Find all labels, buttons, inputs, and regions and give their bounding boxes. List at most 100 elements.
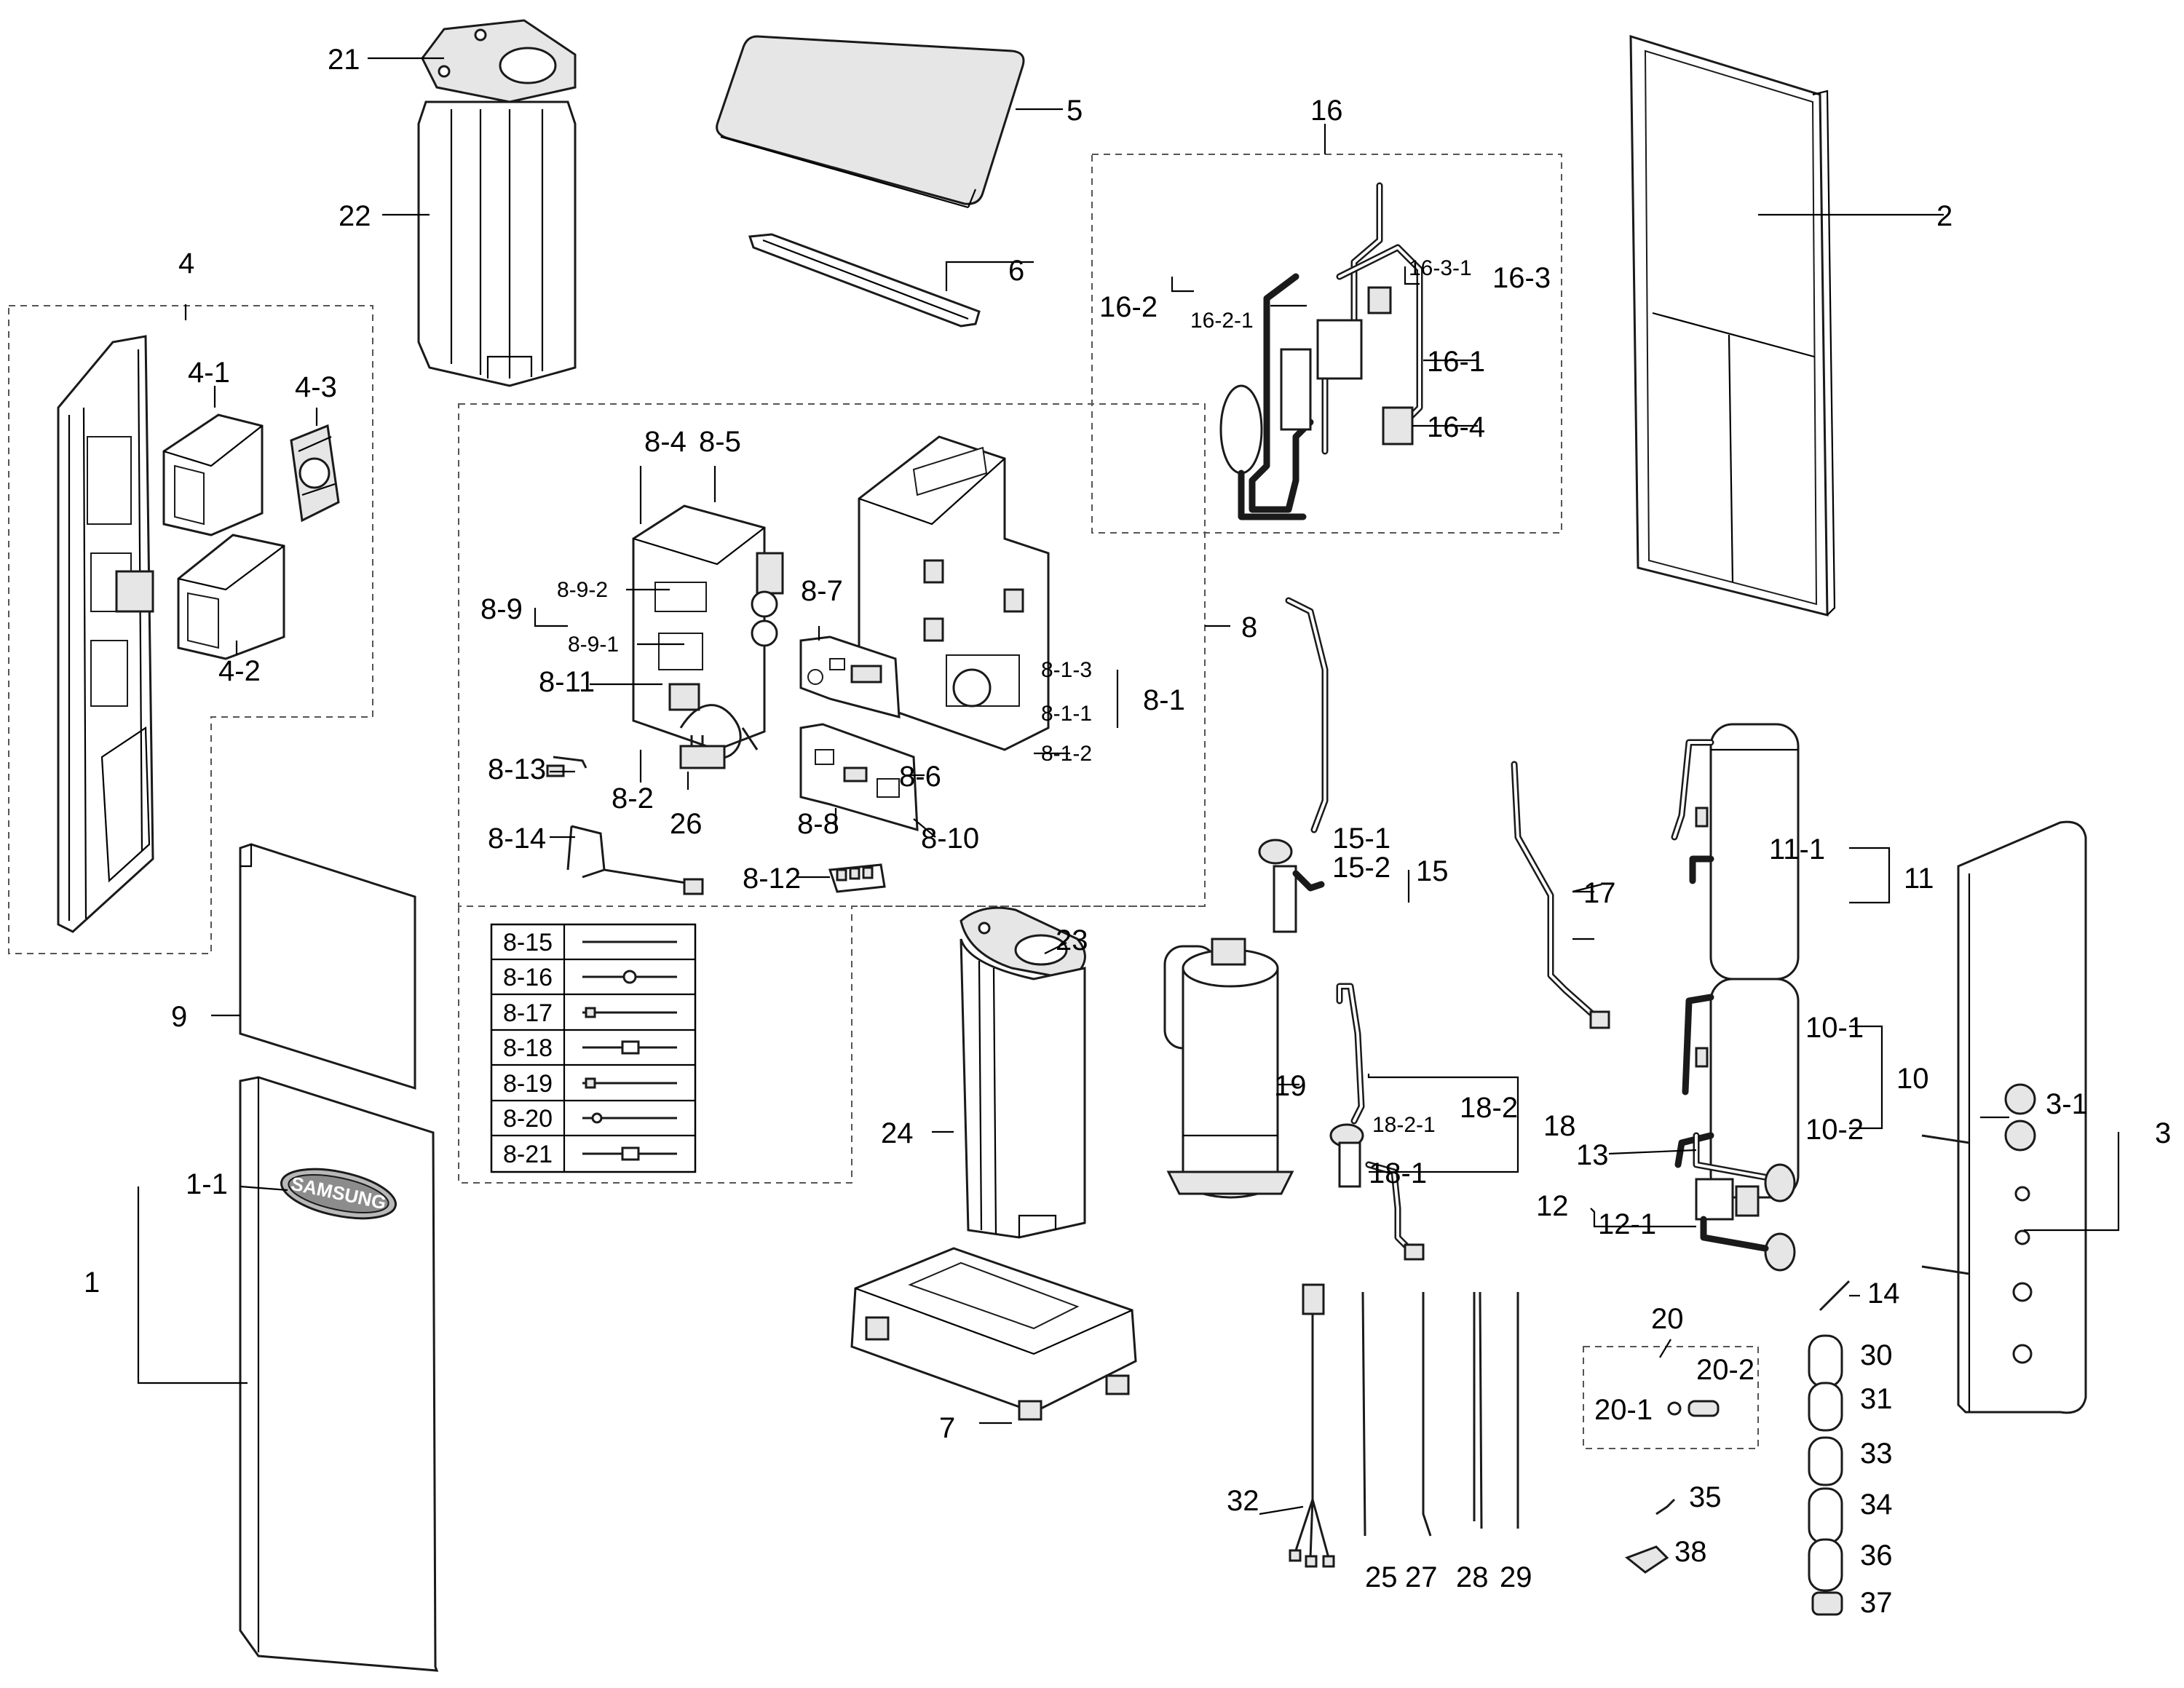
label-8-10: 8-10 xyxy=(921,823,979,855)
part-2-door-panel xyxy=(1629,34,1836,617)
label-31: 31 xyxy=(1860,1383,1893,1415)
label-8-9: 8-9 xyxy=(480,593,523,625)
label-4-1: 4-1 xyxy=(188,357,230,389)
label-16-4: 16-4 xyxy=(1427,411,1485,443)
label-18-2-1: 18-2-1 xyxy=(1372,1113,1436,1137)
group-4-outline xyxy=(8,305,373,954)
label-8-1: 8-1 xyxy=(1143,684,1185,716)
label-16-1: 16-1 xyxy=(1427,346,1485,378)
part-8-13-sensor xyxy=(546,756,587,777)
label-1-1: 1-1 xyxy=(186,1168,228,1200)
part-1-front-panel xyxy=(239,1076,439,1672)
label-36: 36 xyxy=(1860,1540,1893,1572)
part-4-1-duct xyxy=(162,413,264,536)
part-9-inner-cover xyxy=(239,843,416,1090)
group-8-outline-lower xyxy=(458,906,1205,1184)
label-1: 1 xyxy=(84,1267,100,1299)
part-25-wire xyxy=(1361,1291,1366,1537)
label-21: 21 xyxy=(328,44,360,76)
part-28-wire xyxy=(1473,1291,1483,1529)
leader-lines xyxy=(137,57,2120,1515)
part-12-valve xyxy=(1695,1178,1769,1252)
cable-table: 8-15 8-16 8-17 8-18 8-19 8-20 8-21 xyxy=(490,923,697,1173)
label-8-9-2: 8-9-2 xyxy=(557,578,608,602)
label-33: 33 xyxy=(1860,1438,1893,1470)
part-8-6-pcb xyxy=(799,723,919,832)
label-22: 22 xyxy=(339,200,371,232)
cable-table-row-label: 8-20 xyxy=(503,1105,553,1133)
part-10-heat-exchanger xyxy=(1674,978,1800,1199)
label-15-1: 15-1 xyxy=(1332,823,1390,855)
part-35-clip xyxy=(1655,1498,1676,1515)
label-4: 4 xyxy=(178,247,194,280)
label-8-8: 8-8 xyxy=(797,808,839,840)
label-32: 32 xyxy=(1227,1485,1259,1517)
label-5: 5 xyxy=(1067,95,1083,127)
label-13: 13 xyxy=(1576,1139,1609,1171)
samsung-logo-badge: SAMSUNG xyxy=(280,1168,397,1220)
label-8-13: 8-13 xyxy=(488,753,546,785)
label-8-9-1: 8-9-1 xyxy=(568,633,619,657)
group-20-outline xyxy=(1583,1346,1759,1449)
label-4-3: 4-3 xyxy=(295,371,337,403)
label-10: 10 xyxy=(1896,1063,1929,1095)
label-18: 18 xyxy=(1543,1110,1576,1142)
label-20-2: 20-2 xyxy=(1696,1354,1754,1386)
part-13-pipe xyxy=(1693,1132,1796,1272)
label-8-6: 8-6 xyxy=(899,761,941,793)
label-8-1-1: 8-1-1 xyxy=(1041,702,1092,726)
label-18-2: 18-2 xyxy=(1460,1092,1518,1124)
label-8-7: 8-7 xyxy=(801,575,843,607)
label-16-2-1: 16-2-1 xyxy=(1190,309,1254,333)
part-4-3-fan-motor xyxy=(290,424,340,523)
label-12: 12 xyxy=(1536,1190,1569,1222)
parts-30-37-bushings xyxy=(1808,1334,1843,1616)
label-9: 9 xyxy=(171,1001,187,1033)
label-2: 2 xyxy=(1936,200,1952,232)
label-8-5: 8-5 xyxy=(699,426,741,458)
label-8-2: 8-2 xyxy=(612,782,654,815)
part-4-2-duct xyxy=(177,534,285,660)
part-14-rod xyxy=(1819,1280,1851,1312)
label-3-1: 3-1 xyxy=(2046,1088,2088,1120)
part-20-2-fitting xyxy=(1688,1400,1720,1417)
part-8-14-cable xyxy=(566,825,704,895)
part-8-main-pcb-assembly xyxy=(632,504,784,751)
label-18-1: 18-1 xyxy=(1369,1157,1427,1189)
part-3-side-panel xyxy=(1921,820,2087,1414)
part-8-7-pcb xyxy=(799,635,901,718)
part-20-1-fitting xyxy=(1667,1401,1682,1416)
label-10-1: 10-1 xyxy=(1805,1012,1864,1044)
label-8-4: 8-4 xyxy=(644,426,687,458)
part-22-shroud xyxy=(417,100,577,387)
part-32-wire-harness xyxy=(1289,1283,1335,1568)
label-8-1-3: 8-1-3 xyxy=(1041,658,1092,682)
label-29: 29 xyxy=(1500,1561,1532,1593)
label-34: 34 xyxy=(1860,1489,1893,1521)
part-16-valve-assembly xyxy=(1219,182,1423,520)
label-24: 24 xyxy=(881,1117,914,1149)
cable-table-row-label: 8-17 xyxy=(503,999,553,1027)
label-11-1: 11-1 xyxy=(1769,833,1825,865)
part-19-compressor xyxy=(1163,938,1294,1199)
cable-icons xyxy=(582,940,677,1161)
label-8-12: 8-12 xyxy=(743,863,801,895)
label-8-11: 8-11 xyxy=(539,666,595,698)
label-14: 14 xyxy=(1867,1277,1900,1309)
label-11: 11 xyxy=(1904,863,1934,895)
part-8-control-box-housing xyxy=(858,435,1050,751)
label-3: 3 xyxy=(2155,1117,2171,1149)
group-16-outline xyxy=(1091,154,1562,534)
label-10-2: 10-2 xyxy=(1805,1114,1864,1146)
label-38: 38 xyxy=(1674,1536,1707,1568)
cable-table-row-label: 8-19 xyxy=(503,1070,553,1098)
cable-table-row-label: 8-15 xyxy=(503,929,553,956)
label-30: 30 xyxy=(1860,1339,1893,1371)
part-23-shroud-top xyxy=(960,906,1086,980)
part-4-frame xyxy=(57,335,154,933)
label-28: 28 xyxy=(1456,1561,1489,1593)
part-27-wire xyxy=(1422,1292,1432,1537)
label-16: 16 xyxy=(1310,95,1343,127)
cable-table-row-label: 8-16 xyxy=(503,964,553,991)
part-21-top-cap xyxy=(421,19,577,103)
